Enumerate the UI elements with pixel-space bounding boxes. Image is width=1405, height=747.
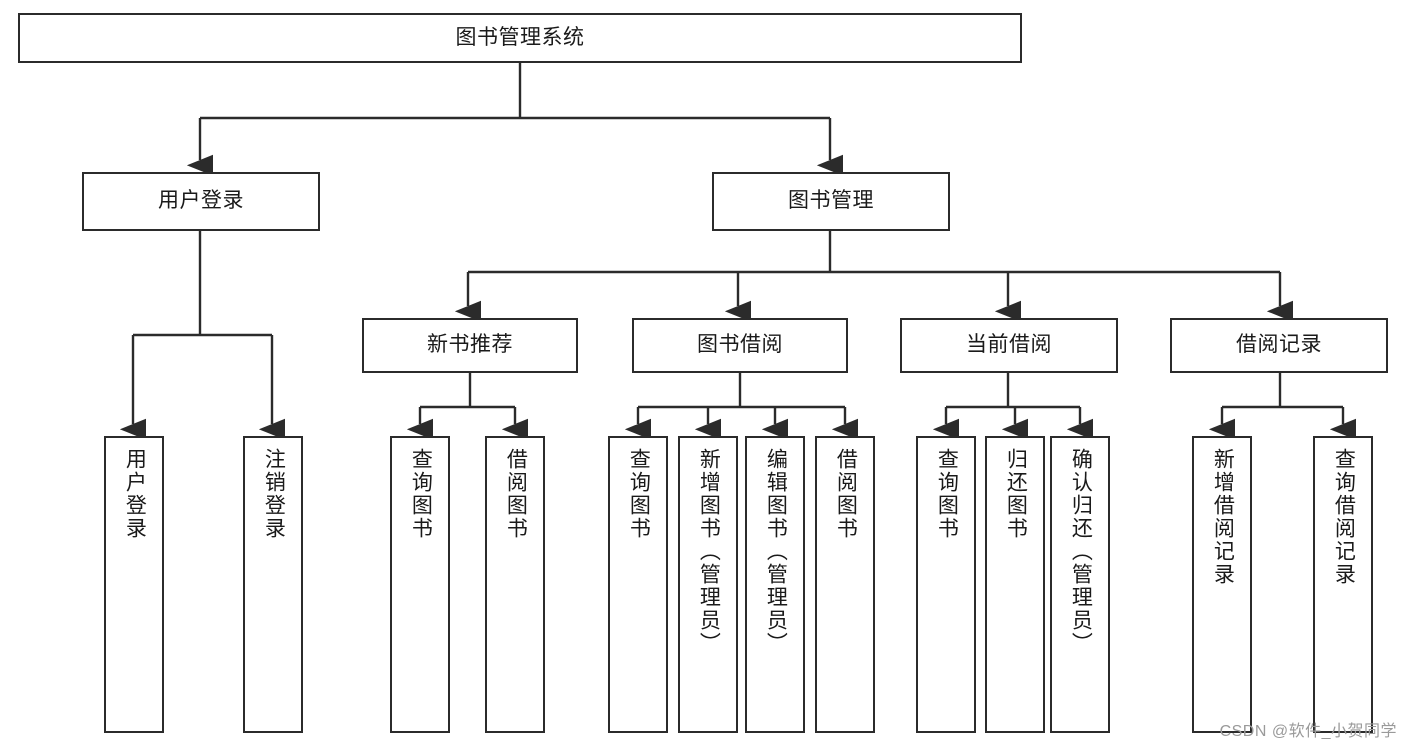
node-root-label: 图书管理系统 (455, 25, 585, 49)
node-leaf-user-login-label: 用户登录 (123, 448, 147, 540)
node-book-borrow-label: 图书借阅 (697, 333, 783, 357)
node-leaf-add-record-label: 新增借阅记录 (1211, 448, 1235, 586)
node-leaf-return-book[interactable]: 归还图书 (985, 436, 1045, 733)
node-new-book-rec-label: 新书推荐 (427, 333, 513, 357)
node-leaf-query-record[interactable]: 查询借阅记录 (1313, 436, 1373, 733)
node-leaf-logout-label: 注销登录 (262, 448, 286, 540)
node-leaf-borrow-book-2[interactable]: 借阅图书 (815, 436, 875, 733)
node-leaf-edit-book[interactable]: 编辑图书（管理员） (745, 436, 805, 733)
node-book-manage[interactable]: 图书管理 (712, 172, 950, 231)
node-leaf-query-book-3-label: 查询图书 (935, 448, 959, 540)
node-borrow-record-label: 借阅记录 (1236, 333, 1322, 357)
node-leaf-borrow-book-1[interactable]: 借阅图书 (485, 436, 545, 733)
node-leaf-user-login[interactable]: 用户登录 (104, 436, 164, 733)
node-leaf-edit-book-label: 编辑图书（管理员） (764, 448, 788, 655)
node-leaf-add-book[interactable]: 新增图书（管理员） (678, 436, 738, 733)
node-leaf-confirm-return[interactable]: 确认归还（管理员） (1050, 436, 1110, 733)
node-leaf-borrow-book-1-label: 借阅图书 (504, 448, 528, 540)
csdn-watermark: CSDN @软件_小贺同学 (1219, 723, 1397, 740)
node-leaf-confirm-return-label: 确认归还（管理员） (1069, 448, 1093, 655)
node-leaf-return-book-label: 归还图书 (1004, 448, 1028, 540)
node-borrow-record[interactable]: 借阅记录 (1170, 318, 1388, 373)
node-leaf-query-book-1[interactable]: 查询图书 (390, 436, 450, 733)
node-new-book-rec[interactable]: 新书推荐 (362, 318, 578, 373)
node-root[interactable]: 图书管理系统 (18, 13, 1022, 63)
node-user-login-label: 用户登录 (158, 189, 244, 213)
node-current-borrow-label: 当前借阅 (966, 333, 1052, 357)
node-leaf-add-record[interactable]: 新增借阅记录 (1192, 436, 1252, 733)
node-leaf-logout[interactable]: 注销登录 (243, 436, 303, 733)
node-leaf-query-record-label: 查询借阅记录 (1332, 448, 1356, 586)
node-user-login[interactable]: 用户登录 (82, 172, 320, 231)
node-leaf-add-book-label: 新增图书（管理员） (697, 448, 721, 655)
node-leaf-query-book-1-label: 查询图书 (409, 448, 433, 540)
node-leaf-query-book-3[interactable]: 查询图书 (916, 436, 976, 733)
node-book-manage-label: 图书管理 (788, 189, 874, 213)
node-leaf-query-book-2[interactable]: 查询图书 (608, 436, 668, 733)
node-leaf-borrow-book-2-label: 借阅图书 (834, 448, 858, 540)
node-leaf-query-book-2-label: 查询图书 (627, 448, 651, 540)
node-book-borrow[interactable]: 图书借阅 (632, 318, 848, 373)
node-current-borrow[interactable]: 当前借阅 (900, 318, 1118, 373)
